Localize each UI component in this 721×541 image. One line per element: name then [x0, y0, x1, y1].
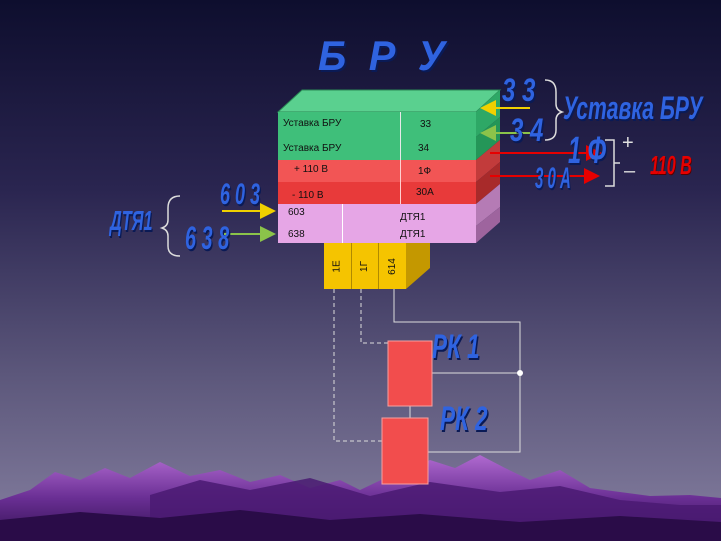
- label-603: 6 0 3: [220, 178, 261, 211]
- row-value: ДТЯ1: [400, 229, 426, 240]
- row-label: + 110 В: [294, 164, 329, 175]
- label-33: 3 3: [502, 72, 536, 108]
- label-rk1: РК 1: [432, 328, 480, 366]
- right-brace: [544, 79, 565, 141]
- row-label: Уставка БРУ: [283, 143, 342, 154]
- label-1f: 1 Ф: [568, 130, 607, 172]
- row-value: 34: [418, 143, 430, 154]
- wire-614: [393, 289, 521, 373]
- label-minus: –: [624, 160, 636, 182]
- label-34: 3 4: [510, 112, 544, 148]
- row-label: 603: [288, 207, 305, 218]
- terminal-block: 1Е 1Г 614: [324, 243, 406, 289]
- row-value: ДТЯ1: [400, 212, 426, 223]
- row-label: Уставка БРУ: [283, 118, 342, 129]
- junction-node: [517, 370, 523, 376]
- row-value: 33: [420, 119, 432, 130]
- block-row-ustavka-34: Уставка БРУ 34: [278, 137, 476, 161]
- wire-1g: [360, 289, 388, 344]
- row-label: - 110 В: [292, 190, 324, 201]
- diagram-title: Б Р У: [318, 32, 451, 79]
- row-value: 1Ф: [418, 166, 432, 177]
- row-label: 638: [288, 229, 305, 240]
- label-30a: 3 0 А: [535, 162, 571, 195]
- block-front-face: Уставка БРУ 33 Уставка БРУ 34 + 110 В 1Ф…: [278, 112, 476, 243]
- label-rk2: РК 2: [440, 400, 488, 438]
- wire-rk2-node: [428, 373, 521, 453]
- label-dtya1: ДТЯ1: [110, 205, 153, 236]
- voltage-bracket: [605, 139, 620, 187]
- label-ustavka-bru: Уставка БРУ: [563, 90, 703, 126]
- wire-1e: [333, 289, 382, 442]
- row-value: 30А: [416, 187, 434, 198]
- left-brace: [159, 195, 181, 257]
- relay-rk1: [387, 340, 433, 407]
- label-638: 6 3 8: [185, 220, 230, 256]
- label-plus: +: [622, 132, 634, 154]
- relay-rk2: [381, 417, 429, 485]
- label-110v: 110 В: [650, 150, 692, 180]
- block-row-638: 638 ДТЯ1: [278, 224, 476, 243]
